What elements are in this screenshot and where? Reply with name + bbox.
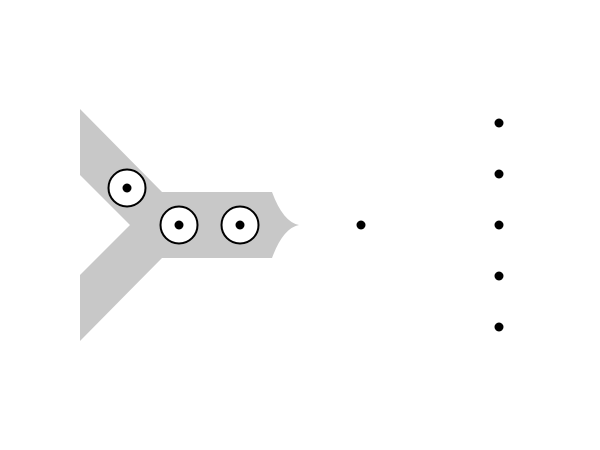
free-dot-single: [356, 220, 366, 230]
column-dot: [494, 169, 504, 179]
column-dot: [494, 322, 504, 332]
ringed-dot: [220, 205, 260, 245]
dot: [174, 220, 184, 230]
ringed-dot: [159, 205, 199, 245]
column-dot: [494, 220, 504, 230]
column-dot: [494, 118, 504, 128]
ringed-dot: [107, 168, 147, 208]
column-dot: [494, 271, 504, 281]
dot: [235, 220, 245, 230]
dot: [122, 183, 132, 193]
